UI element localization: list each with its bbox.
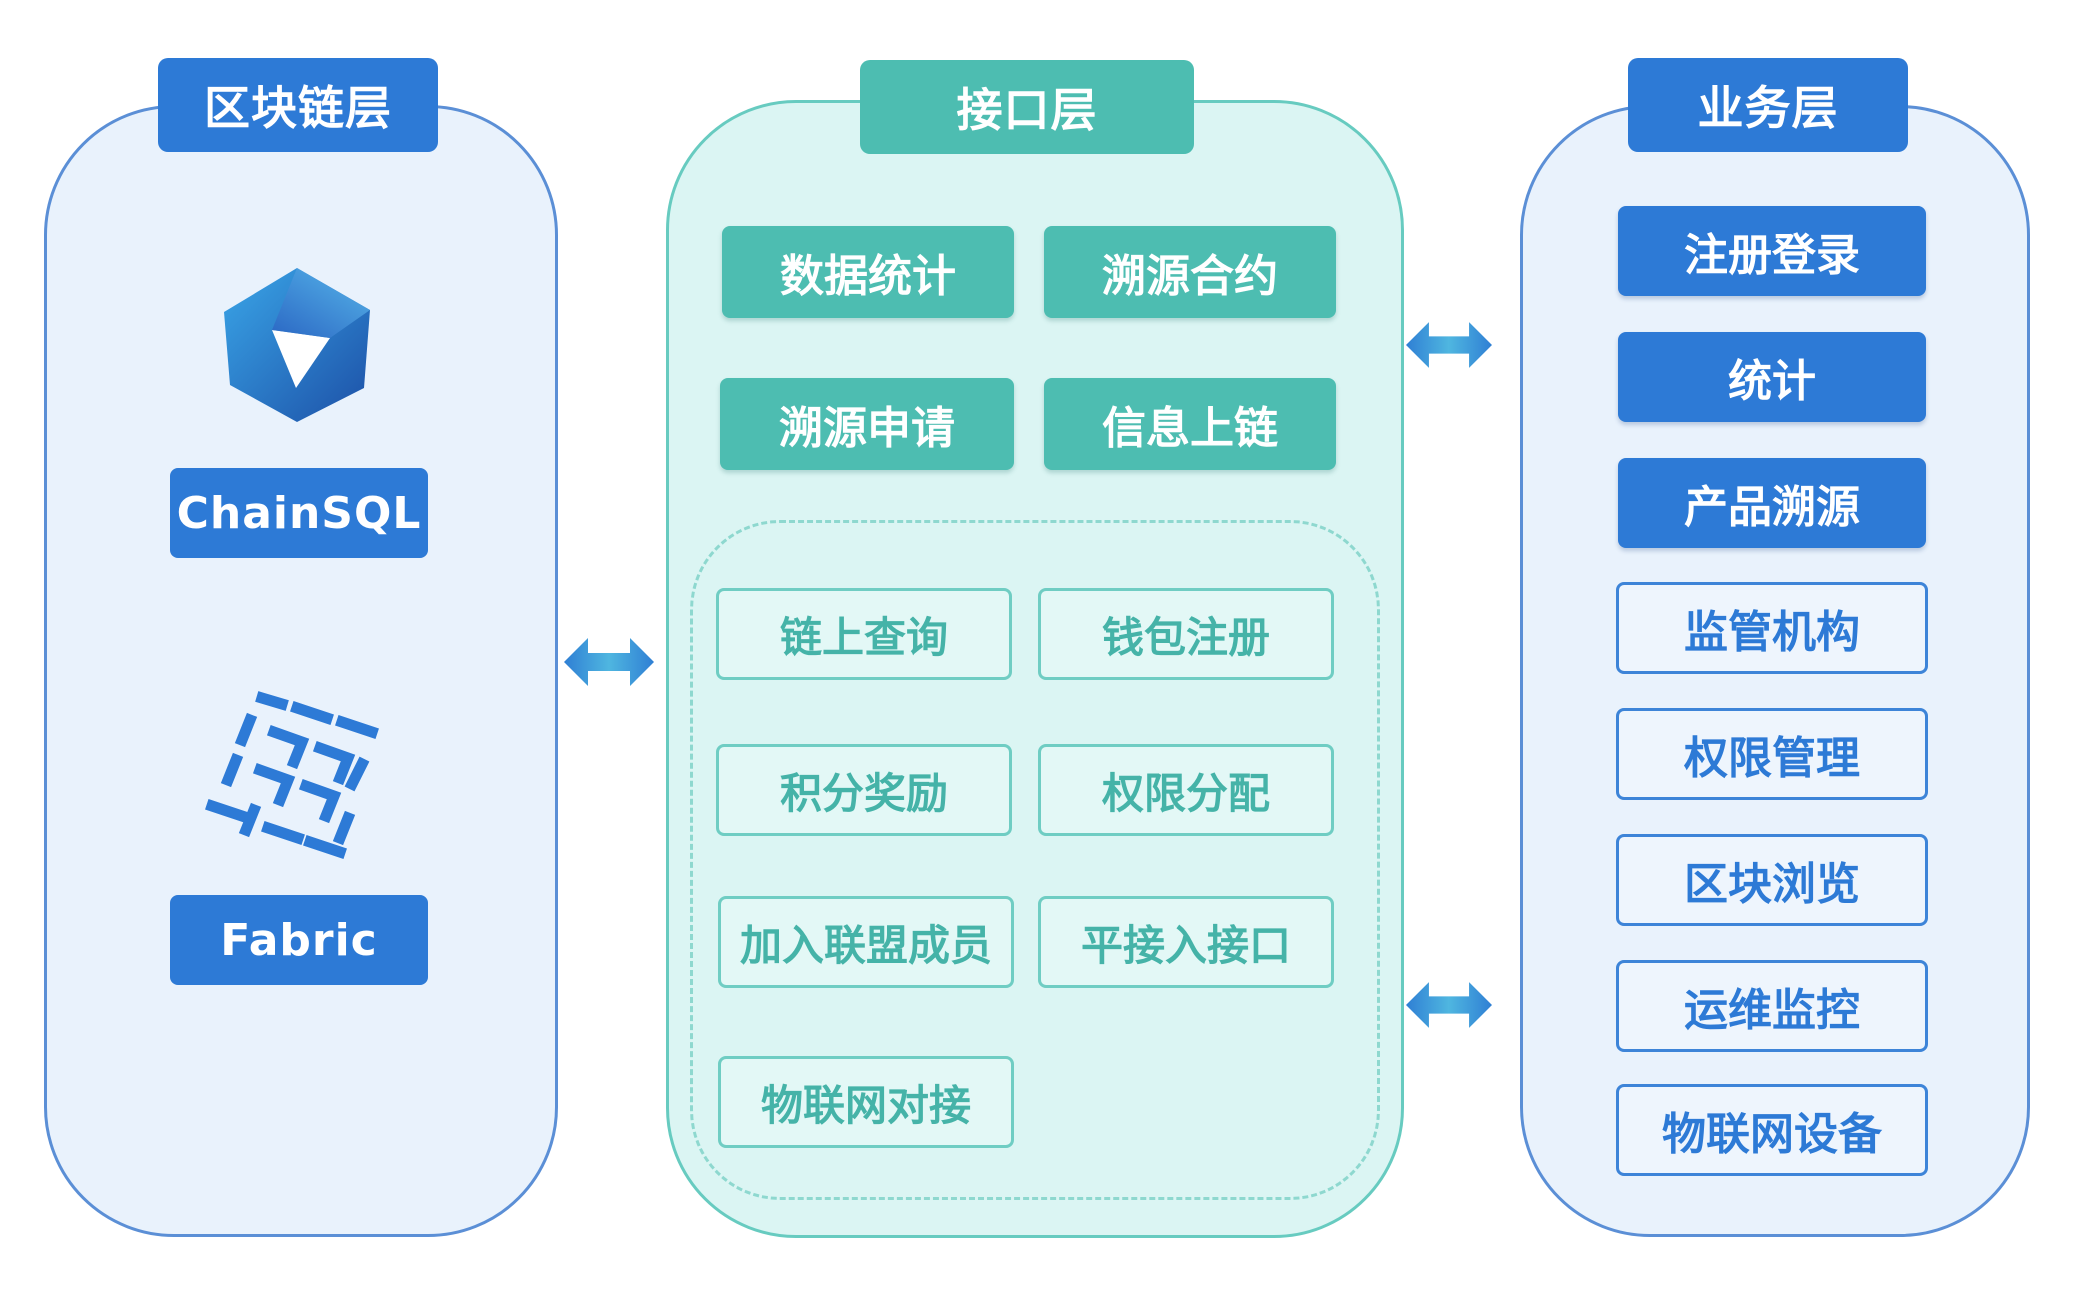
double-arrow-icon	[1406, 322, 1492, 368]
group-item-wallet-register[interactable]: 钱包注册	[1038, 588, 1334, 680]
interface-sub-group	[690, 520, 1380, 1200]
fabric-label: Fabric	[170, 895, 428, 985]
double-arrow-icon	[1406, 982, 1492, 1028]
business-item-ops-monitor[interactable]: 运维监控	[1616, 960, 1928, 1052]
business-item-statistics[interactable]: 统计	[1618, 332, 1926, 422]
chainsql-label: ChainSQL	[170, 468, 428, 558]
interface-layer-title: 接口层	[860, 60, 1194, 154]
blockchain-layer-title: 区块链层	[158, 58, 438, 152]
business-layer-title: 业务层	[1628, 58, 1908, 152]
fabric-logo-icon	[205, 691, 379, 859]
business-item-block-browse[interactable]: 区块浏览	[1616, 834, 1928, 926]
core-item-data-statistics[interactable]: 数据统计	[722, 226, 1014, 318]
group-item-platform-interface[interactable]: 平接入接口	[1038, 896, 1334, 988]
business-item-product-trace[interactable]: 产品溯源	[1618, 458, 1926, 548]
core-item-info-on-chain[interactable]: 信息上链	[1044, 378, 1336, 470]
core-item-trace-contract[interactable]: 溯源合约	[1044, 226, 1336, 318]
business-item-regulator[interactable]: 监管机构	[1616, 582, 1928, 674]
business-item-permission-manage[interactable]: 权限管理	[1616, 708, 1928, 800]
group-item-join-alliance[interactable]: 加入联盟成员	[718, 896, 1014, 988]
double-arrow-icon	[564, 638, 654, 686]
group-item-points-reward[interactable]: 积分奖励	[716, 744, 1012, 836]
chainsql-logo-icon	[224, 268, 370, 422]
business-item-register-login[interactable]: 注册登录	[1618, 206, 1926, 296]
group-item-permission-assign[interactable]: 权限分配	[1038, 744, 1334, 836]
group-item-iot-connect[interactable]: 物联网对接	[718, 1056, 1014, 1148]
core-item-trace-request[interactable]: 溯源申请	[720, 378, 1014, 470]
business-item-iot-device[interactable]: 物联网设备	[1616, 1084, 1928, 1176]
group-item-chain-query[interactable]: 链上查询	[716, 588, 1012, 680]
